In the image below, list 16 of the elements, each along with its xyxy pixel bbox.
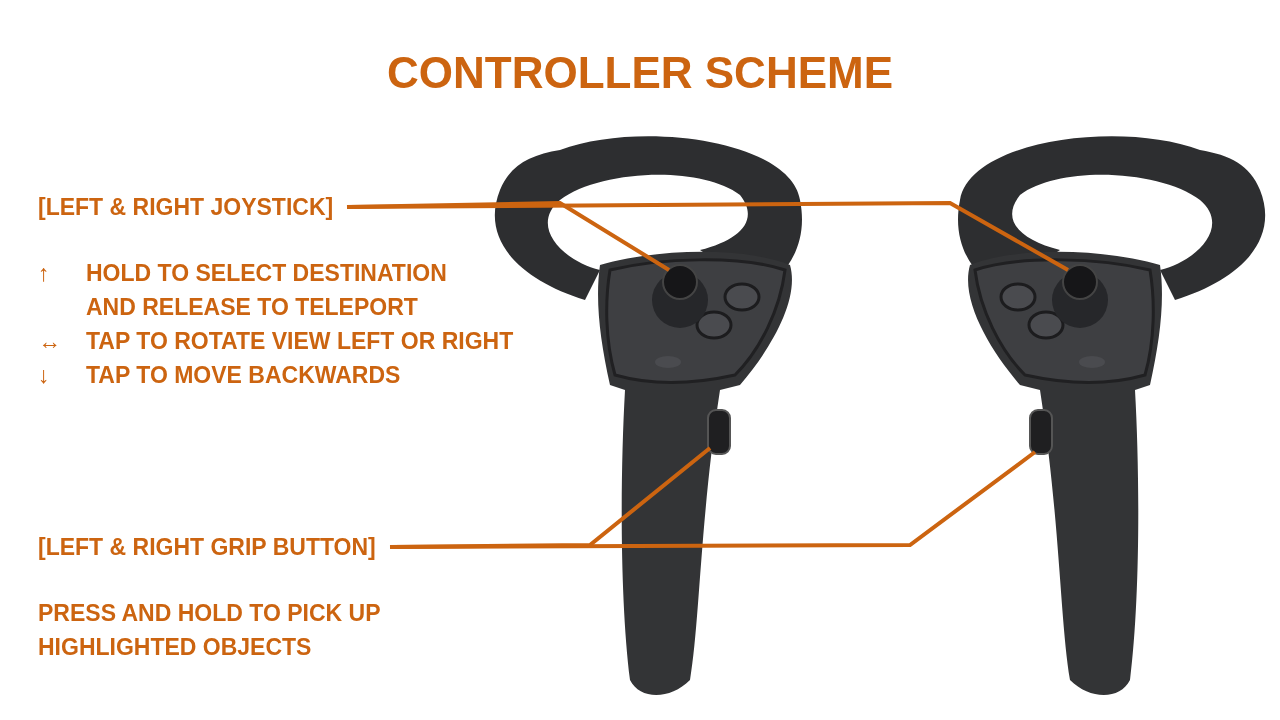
direction-symbol: ↔ xyxy=(38,327,61,356)
joystick-knob xyxy=(1062,264,1098,300)
title: CONTROLLER SCHEME xyxy=(386,48,894,98)
joystick-knob xyxy=(662,264,698,300)
callout-label: [LEFT & RIGHT JOYSTICK] xyxy=(38,190,334,224)
direction-symbol: ↓ xyxy=(38,361,50,390)
instruction-text: HOLD TO SELECT DESTINATION AND RELEASE TO TELEPORT xyxy=(86,259,448,322)
grip-button xyxy=(707,409,731,455)
leader-line xyxy=(347,201,1069,272)
direction-symbol: ↑ xyxy=(38,259,50,288)
instruction-text: TAP TO ROTATE VIEW LEFT OR RIGHT xyxy=(86,327,514,356)
grip-button xyxy=(1029,409,1053,455)
leader-line xyxy=(390,450,1037,549)
instruction-text: PRESS AND HOLD TO PICK UP HIGHLIGHTED OBJECTS xyxy=(38,599,382,662)
callout-label: [LEFT & RIGHT GRIP BUTTON] xyxy=(38,530,376,564)
instruction-text: TAP TO MOVE BACKWARDS xyxy=(86,361,401,390)
